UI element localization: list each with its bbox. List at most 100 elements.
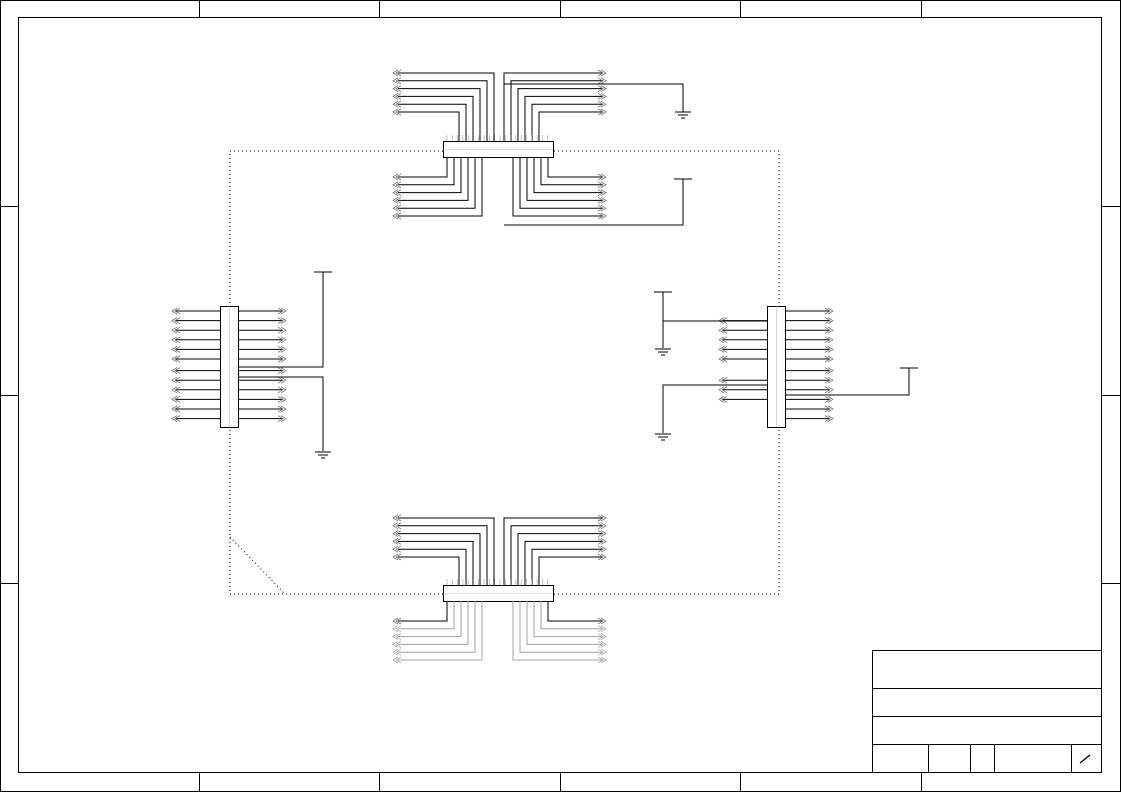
net-label-arrow	[824, 405, 834, 413]
net-label-arrow	[277, 355, 287, 363]
net-label-arrow	[597, 633, 607, 640]
wire	[398, 157, 455, 186]
net-label-arrow	[171, 367, 181, 374]
net-label-arrow	[392, 69, 402, 77]
net-label-arrow	[277, 376, 287, 384]
net-label-arrow	[392, 617, 402, 625]
net-label-arrow	[824, 367, 834, 374]
net-label-arrow	[824, 336, 834, 344]
net-label-arrow	[277, 405, 287, 413]
wire	[398, 601, 448, 622]
net-label-arrow	[597, 530, 607, 537]
wire	[524, 540, 603, 585]
net-label-arrow	[171, 396, 181, 403]
wire	[547, 601, 603, 622]
wire	[510, 525, 603, 585]
wire	[398, 80, 488, 141]
net-label-arrow	[718, 376, 728, 384]
wire	[398, 525, 488, 585]
net-label-arrow	[597, 77, 607, 85]
wire	[398, 103, 467, 141]
power-nets	[238, 83, 918, 459]
net-label-arrow	[718, 326, 728, 334]
wire	[398, 540, 474, 585]
wire	[512, 601, 603, 661]
net-label-arrow	[597, 545, 607, 553]
net-label-arrow	[392, 93, 402, 100]
power-wire	[662, 292, 767, 322]
power-wire	[662, 384, 767, 433]
wire	[398, 548, 467, 585]
net-label-arrow	[597, 625, 607, 633]
net-label-arrow	[718, 346, 728, 353]
net-label-arrow	[824, 355, 834, 363]
net-label-arrow	[597, 108, 607, 116]
wire	[398, 72, 495, 141]
net-label-arrow	[824, 376, 834, 384]
net-label-arrow	[597, 641, 607, 648]
wire	[398, 601, 455, 630]
wire	[398, 601, 476, 653]
net-label-arrow	[392, 641, 402, 648]
inner-border	[18, 17, 1102, 773]
net-label-arrow	[277, 367, 287, 374]
net-label-arrow	[277, 307, 287, 315]
wire	[538, 556, 603, 585]
net-label-arrow	[392, 625, 402, 633]
net-label-arrow	[824, 326, 834, 334]
wire	[519, 157, 603, 209]
net-label-arrow	[597, 69, 607, 77]
net-label-arrow	[277, 386, 287, 394]
net-label-arrow	[392, 545, 402, 553]
wire	[524, 95, 603, 141]
wire	[540, 601, 603, 630]
wire	[540, 157, 603, 186]
net-label-arrow	[171, 386, 181, 394]
net-label-arrow	[392, 77, 402, 85]
net-label-arrow	[277, 326, 287, 334]
power-wire	[238, 376, 324, 451]
wire	[526, 157, 603, 201]
wire	[398, 157, 469, 201]
power-wire	[504, 179, 684, 226]
net-label-arrow	[718, 396, 728, 403]
net-label-arrow	[171, 355, 181, 363]
net-label-arrow	[824, 415, 834, 422]
net-label-arrow	[171, 405, 181, 413]
wire	[398, 157, 476, 209]
net-label-arrow	[392, 100, 402, 108]
net-label-arrow	[171, 376, 181, 384]
net-label-arrow	[392, 108, 402, 116]
wire	[398, 95, 474, 141]
wire	[510, 80, 603, 141]
power-wire	[785, 368, 910, 396]
net-label-arrow	[597, 189, 607, 196]
wire	[398, 601, 462, 638]
net-label-arrow	[597, 204, 607, 212]
net-label-arrow	[824, 346, 834, 353]
net-label-arrow	[597, 93, 607, 100]
wire	[398, 157, 462, 194]
net-label-arrow	[597, 212, 607, 220]
net-label-arrow	[171, 307, 181, 315]
net-label-arrow	[392, 197, 402, 204]
wire	[531, 103, 603, 141]
net-label-arrow	[597, 617, 607, 625]
net-label-arrow	[597, 656, 607, 664]
net-label-arrow	[392, 212, 402, 220]
net-label-arrow	[597, 85, 607, 92]
revision-mark	[1079, 754, 1091, 764]
wire	[547, 157, 603, 178]
board-chamfer	[229, 536, 286, 595]
net-label-arrow	[171, 326, 181, 334]
net-label-arrow	[392, 648, 402, 656]
net-label-arrow	[277, 346, 287, 353]
wire	[526, 601, 603, 645]
wire	[517, 533, 603, 585]
net-label-arrow	[171, 317, 181, 324]
net-label-arrow	[597, 648, 607, 656]
net-label-arrow	[824, 307, 834, 315]
net-label-arrow	[392, 633, 402, 640]
